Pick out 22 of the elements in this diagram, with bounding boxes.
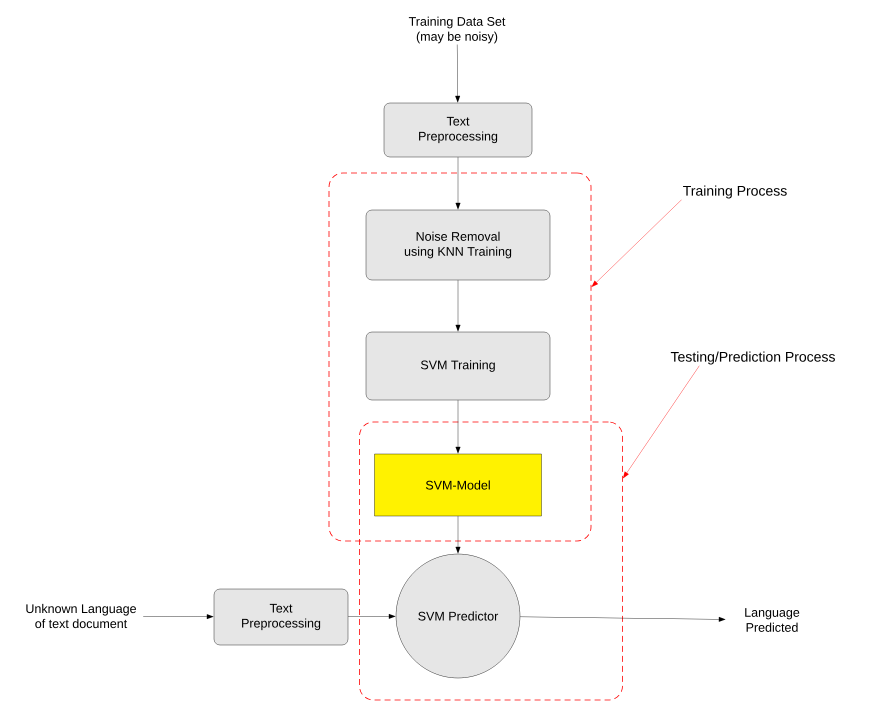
process-box: Text Preprocessing [214,588,348,646]
arrow [455,44,460,102]
leader-arrow [592,200,682,287]
arrow [520,616,726,622]
label-text: Training Data Set (may be noisy) [408,16,506,44]
arrow [456,400,460,454]
process-box: Noise Removal using KNN Training [366,210,550,280]
label-text: Training Process [683,185,787,199]
arrow [456,157,460,210]
leader-arrow [623,366,700,478]
model-box: SVM-Model [374,454,542,516]
dashed-region [328,172,592,542]
process-box: SVM Training [366,332,550,400]
label-text: Testing/Prediction Process [670,351,835,365]
arrow [456,280,460,332]
dashed-region [359,422,623,700]
label-text: Language Predicted [745,608,800,632]
label-text: Unknown Language of text document [26,604,136,628]
arrow [348,614,396,619]
arrow [456,516,460,554]
arrow [143,614,214,620]
process-box: Text Preprocessing [384,102,532,158]
